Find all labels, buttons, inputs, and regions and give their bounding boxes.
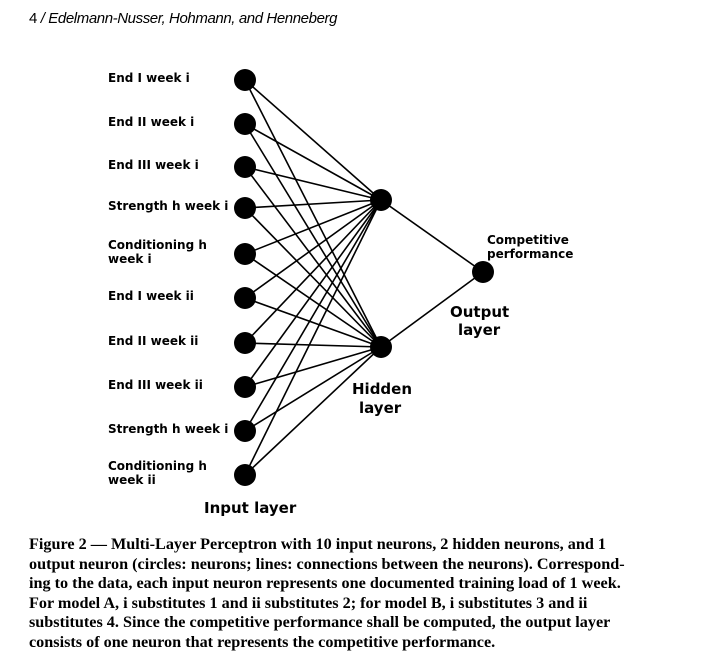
input-hidden-connection bbox=[244, 166, 382, 348]
output-neuron-label-line1: Competitive bbox=[487, 233, 569, 247]
input-neuron bbox=[234, 420, 256, 442]
caption-line: For model A, i substitutes 1 and ii subs… bbox=[29, 593, 588, 612]
input-hidden-connection bbox=[244, 199, 382, 388]
input-hidden-connection bbox=[244, 79, 382, 201]
input-hidden-connection bbox=[244, 199, 382, 476]
input-hidden-connection bbox=[244, 79, 382, 348]
caption-line: ing to the data, each input neuron repre… bbox=[29, 574, 621, 592]
input-neuron-label: End III week ii bbox=[108, 378, 203, 392]
hidden-neuron bbox=[370, 189, 392, 211]
network-neurons bbox=[234, 69, 494, 486]
header-authors: Edelmann-Nusser, Hohmann, and Henneberg bbox=[48, 10, 338, 27]
caption-line: Figure 2 — Multi-Layer Perceptron with 1… bbox=[29, 535, 606, 553]
input-neuron bbox=[234, 376, 256, 398]
input-hidden-connection bbox=[244, 342, 382, 348]
input-neuron bbox=[234, 464, 256, 486]
input-neuron-labels: End I week i End II week i End III week i S… bbox=[108, 71, 228, 487]
input-neuron bbox=[234, 243, 256, 265]
running-header: 4 / Edelmann-Nusser, Hohmann, and Henneb… bbox=[29, 10, 337, 27]
input-neuron-label: Conditioning h bbox=[108, 459, 207, 473]
input-neuron bbox=[234, 287, 256, 309]
hidden-layer-label-line1: Hidden bbox=[352, 380, 412, 398]
input-hidden-connection bbox=[244, 346, 382, 432]
figure-caption: Figure 2 — Multi-Layer Perceptron with 1… bbox=[29, 535, 681, 652]
input-neuron-label: End II week ii bbox=[108, 334, 198, 348]
input-hidden-connection bbox=[244, 166, 382, 201]
output-layer-label-line2: layer bbox=[458, 321, 501, 339]
input-hidden-connection bbox=[244, 199, 382, 209]
input-neuron-label: Strength h week i bbox=[108, 422, 228, 436]
input-hidden-connection bbox=[244, 297, 382, 348]
input-hidden-connection bbox=[244, 253, 382, 348]
page-number: 4 bbox=[29, 10, 37, 27]
input-hidden-connection bbox=[244, 123, 382, 348]
output-neuron bbox=[472, 261, 494, 283]
input-neuron-label: Strength h week i bbox=[108, 199, 228, 213]
input-neuron-label: End III week i bbox=[108, 158, 199, 172]
input-layer-label: Input layer bbox=[204, 499, 297, 517]
input-neuron-label: End I week i bbox=[108, 71, 190, 85]
network-connections bbox=[244, 79, 484, 476]
input-neuron bbox=[234, 156, 256, 178]
input-neuron-label: End I week ii bbox=[108, 289, 194, 303]
input-hidden-connection bbox=[244, 199, 382, 344]
caption-line: output neuron (circles: neurons; lines: … bbox=[29, 554, 625, 573]
input-neuron-label: week i bbox=[108, 252, 152, 266]
input-hidden-connection bbox=[244, 199, 382, 255]
neural-network-diagram: End I week i End II week i End III week i S… bbox=[108, 69, 573, 517]
input-hidden-connection bbox=[244, 199, 382, 432]
input-hidden-connection bbox=[244, 346, 382, 476]
hidden-neuron bbox=[370, 336, 392, 358]
output-layer-label-line1: Output bbox=[450, 303, 509, 321]
input-hidden-connection bbox=[244, 199, 382, 299]
hidden-layer-label-line2: layer bbox=[359, 399, 402, 417]
input-neuron-label: End II week i bbox=[108, 115, 194, 129]
input-neuron-label: Conditioning h bbox=[108, 238, 207, 252]
input-neuron-label: week ii bbox=[108, 473, 156, 487]
header-separator: / bbox=[40, 10, 45, 27]
caption-line: substitutes 4. Since the competitive per… bbox=[29, 613, 611, 631]
input-neuron bbox=[234, 113, 256, 135]
hidden-output-connection bbox=[380, 199, 484, 273]
input-neuron bbox=[234, 69, 256, 91]
input-neuron bbox=[234, 332, 256, 354]
input-neuron bbox=[234, 197, 256, 219]
input-hidden-connection bbox=[244, 346, 382, 388]
input-hidden-connection bbox=[244, 207, 382, 348]
hidden-output-connection bbox=[380, 271, 484, 348]
caption-line: consists of one neuron that represents t… bbox=[29, 632, 496, 651]
output-neuron-label-line2: performance bbox=[487, 247, 573, 261]
input-hidden-connection bbox=[244, 123, 382, 201]
